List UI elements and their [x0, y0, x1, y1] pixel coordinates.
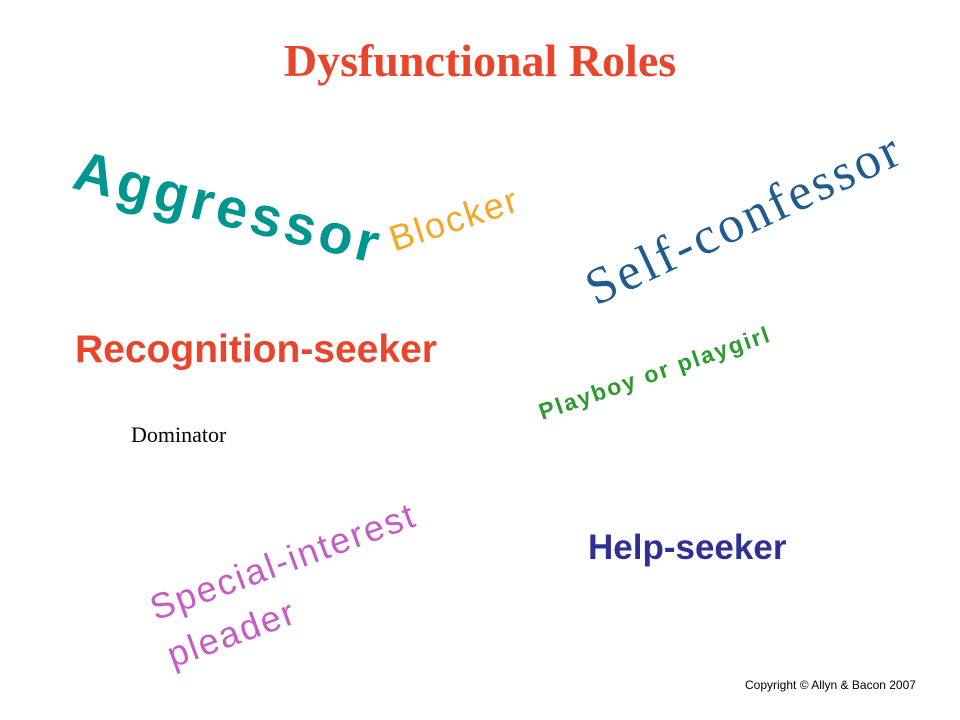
role-self-confessor: Self-confessor	[576, 120, 912, 317]
role-help-seeker: Help-seeker	[588, 528, 787, 567]
copyright-notice: Copyright © Allyn & Bacon 2007	[745, 678, 916, 692]
role-dominator: Dominator	[131, 422, 227, 447]
role-recognition-seeker: Recognition-seeker	[75, 328, 437, 371]
role-blocker: Blocker	[384, 178, 525, 260]
role-special-interest-pleader: Special-interest pleader	[144, 493, 422, 676]
slide-title: Dysfunctional Roles	[283, 35, 677, 86]
role-aggressor: Aggressor	[67, 138, 390, 276]
role-playboy-or-playgirl: Playboy or playgirl	[535, 320, 775, 425]
